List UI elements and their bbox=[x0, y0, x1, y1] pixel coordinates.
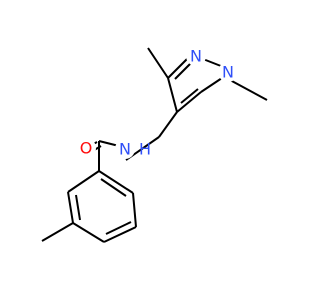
atom-pyrazole-nitrogen-2: N bbox=[186, 46, 206, 66]
amide-nitrogen-label: N bbox=[119, 140, 131, 159]
bond-c5-c6 bbox=[132, 192, 137, 228]
atom-amide-nitrogen: N bbox=[115, 139, 135, 159]
bond-n-ch2 bbox=[158, 111, 178, 138]
atom-pyrazole-nitrogen-1: N bbox=[218, 62, 238, 82]
molecule-diagram: O N N N H bbox=[41, 46, 268, 243]
bond-c4-c5-inner bbox=[105, 221, 132, 235]
bond-c4-c5 bbox=[103, 226, 137, 243]
oxygen-label: O bbox=[80, 139, 93, 158]
atom-oxygen: O bbox=[76, 138, 96, 158]
bond-c2-c3-inner bbox=[75, 194, 81, 221]
bond-pz-c3-n2 bbox=[167, 55, 191, 79]
atom-labels: O N N N H bbox=[76, 46, 238, 159]
bond-pz-n1-c5 bbox=[200, 77, 223, 93]
bond-c6-c1-inner bbox=[100, 178, 127, 197]
bond-pz-c4-c5 bbox=[176, 91, 202, 113]
bond-c6-c1 bbox=[98, 170, 134, 194]
pyrazole-nitrogen-1-label: N bbox=[222, 63, 234, 82]
bond-pz-c3-methyl bbox=[147, 47, 169, 79]
bond-c1-c2 bbox=[67, 170, 100, 193]
amide-hydrogen-label: H bbox=[139, 140, 151, 159]
bond-pz-c4-c5-inner bbox=[180, 88, 199, 104]
bond-methyl-aryl bbox=[41, 222, 74, 242]
bond-pz-c4-c3 bbox=[167, 77, 178, 113]
bond-pz-n1-methyl bbox=[229, 79, 268, 101]
pyrazole-nitrogen-2-label: N bbox=[190, 47, 202, 66]
bond-c3-c4 bbox=[72, 222, 105, 243]
bond-c2-c3 bbox=[67, 191, 74, 224]
